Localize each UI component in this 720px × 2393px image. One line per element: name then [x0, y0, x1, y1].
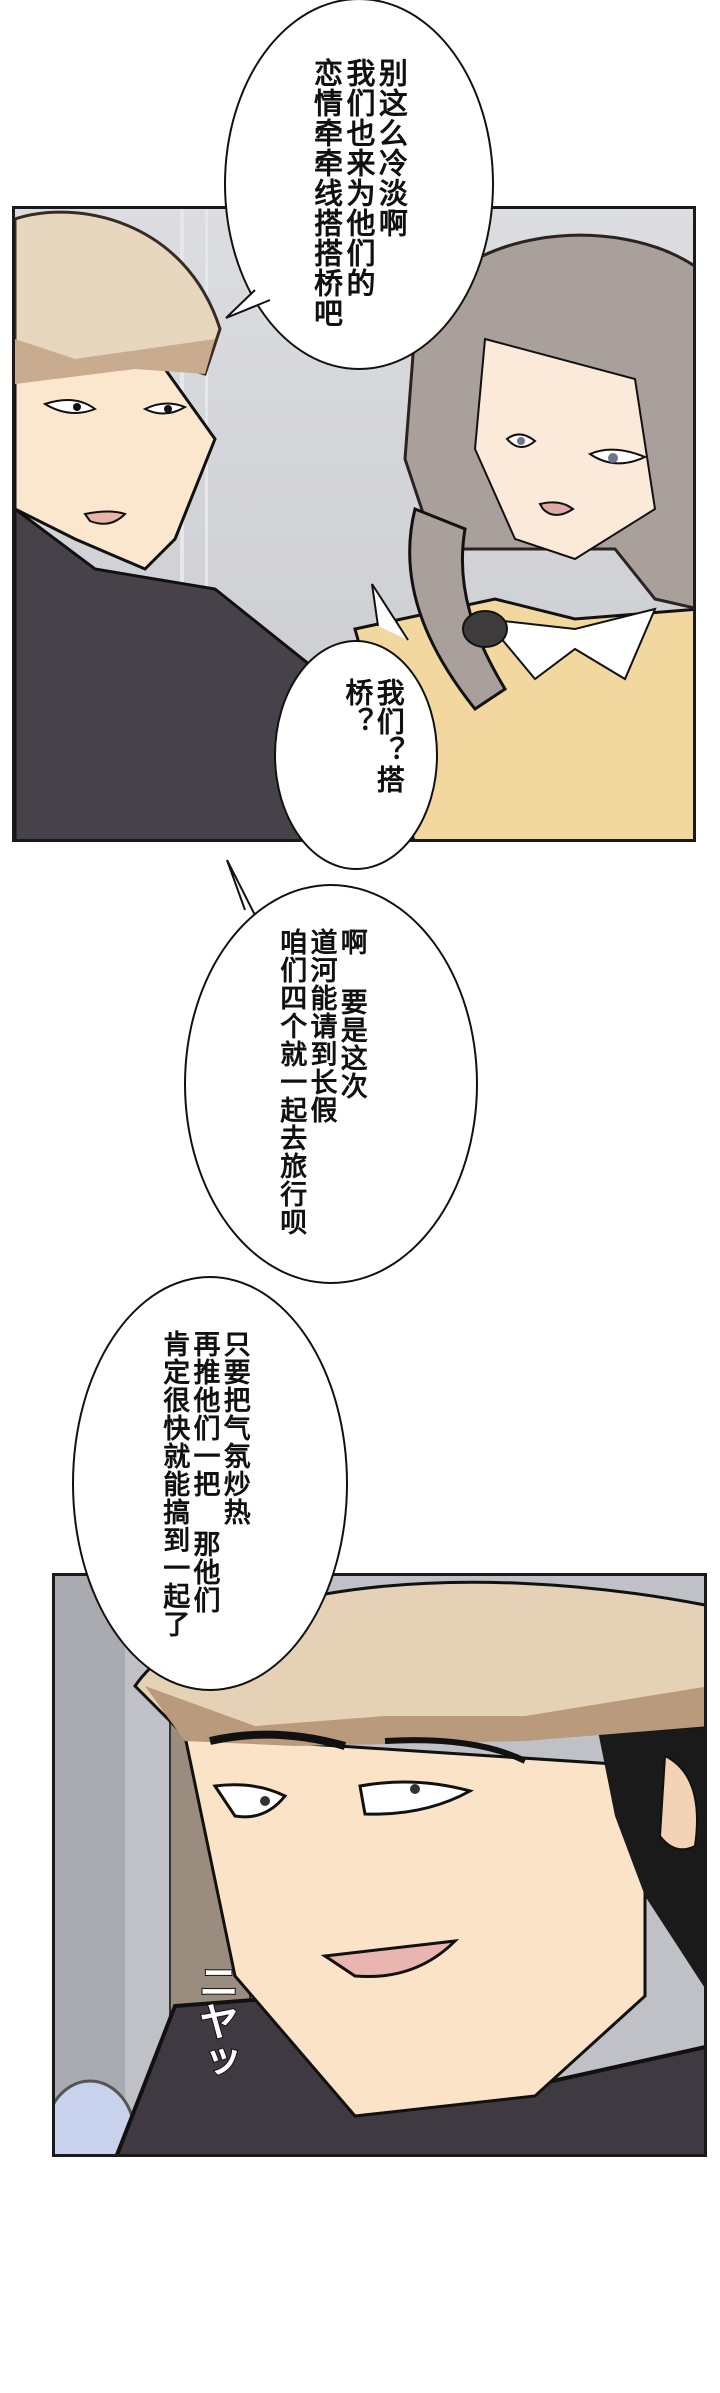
bubble-2-line-1: 我们？搭桥？	[341, 678, 406, 794]
bubble-1-line-2: 我们也来为他们的	[341, 58, 376, 298]
speech-bubble-3	[184, 884, 478, 1284]
bubble-1-text: 别这么冷淡啊 我们也来为他们的 恋情牵牵线搭搭桥吧	[309, 58, 409, 348]
bubble-2-text: 我们？搭桥？	[341, 678, 406, 848]
bubble-3-line-1: 啊 要是这次	[335, 928, 367, 1100]
speech-bubble-4	[72, 1276, 348, 1691]
bubble-4-line-2: 再推他们一把 那他们	[188, 1330, 220, 1614]
bubble-4-line-1: 只要把气氛炒热	[218, 1330, 250, 1526]
bubble-3-text: 啊 要是这次 道河能请到长假 咱们四个就一起去旅行呗	[275, 928, 366, 1248]
bubble-4-line-3: 肯定很快就能搞到一起了	[158, 1330, 190, 1638]
bubble-3-line-2: 道河能请到长假	[305, 928, 337, 1124]
sfx-text: ニヤッ	[191, 1960, 239, 2082]
bubble-1-line-3: 恋情牵牵线搭搭桥吧	[309, 58, 344, 328]
bubble-4-text: 只要把气氛炒热 再推他们一把 那他们 肯定很快就能搞到一起了	[158, 1330, 249, 1660]
bubble-3-line-3: 咱们四个就一起去旅行呗	[275, 928, 307, 1236]
bubble-1-line-1: 别这么冷淡啊	[374, 58, 409, 238]
speech-bubble-2	[274, 640, 438, 870]
